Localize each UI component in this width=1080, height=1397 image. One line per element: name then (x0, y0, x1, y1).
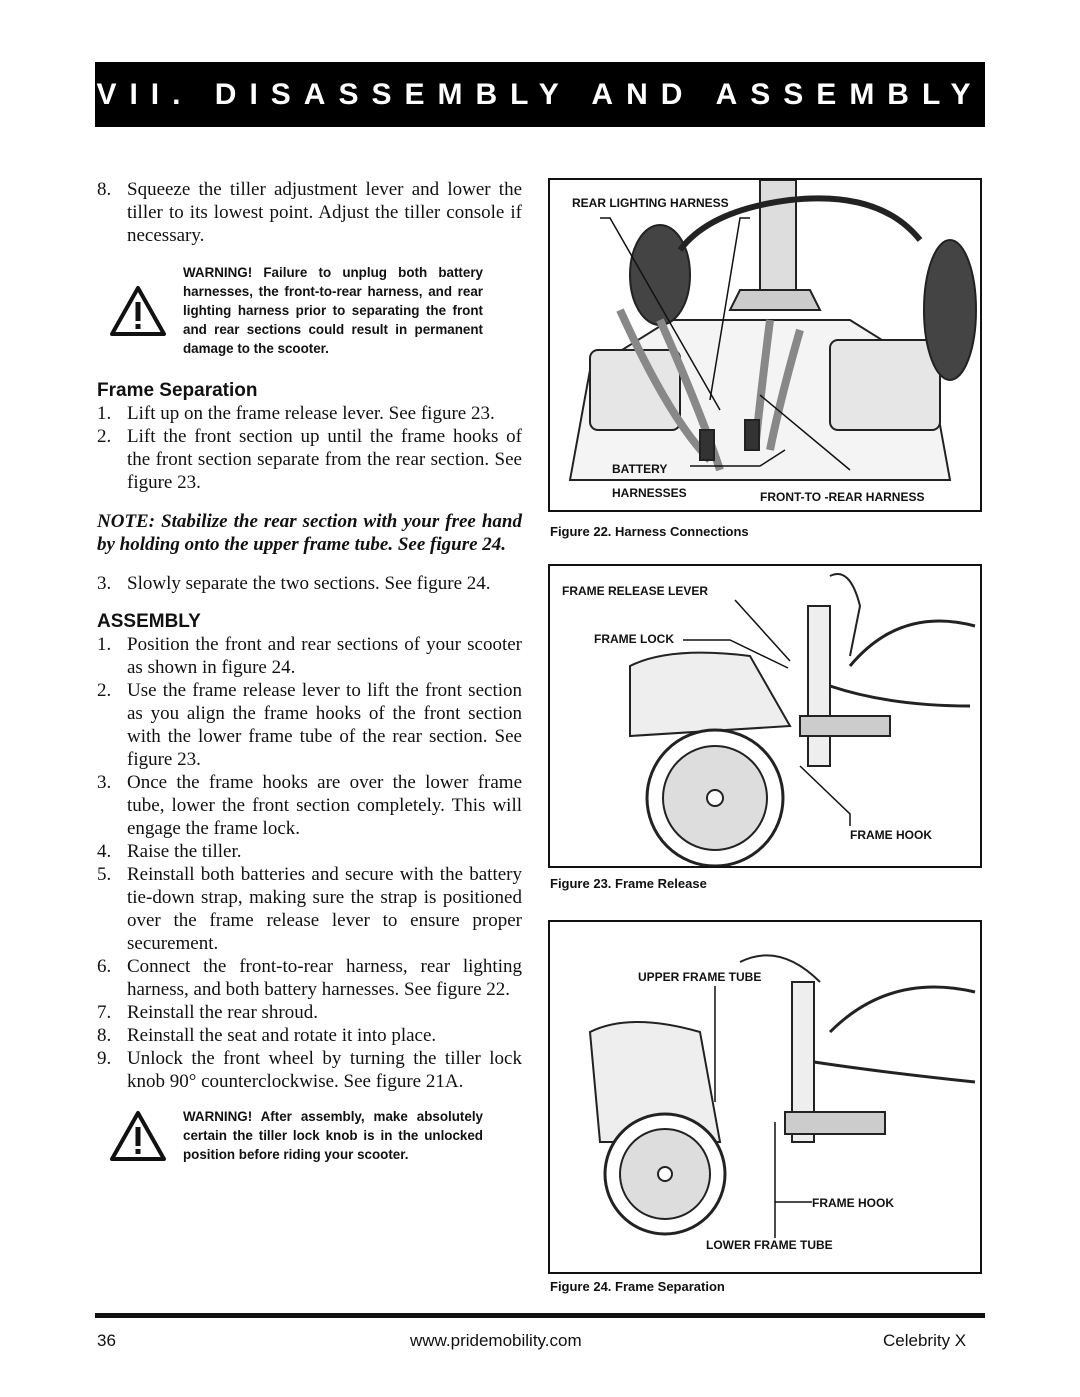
warning-block-1: WARNING! Failure to unplug both battery … (97, 263, 522, 358)
section-title-banner: VII. DISASSEMBLY AND ASSEMBLY (95, 62, 985, 127)
note-stabilize: NOTE: Stabilize the rear section with yo… (97, 511, 522, 555)
assembly-step: 7.Reinstall the rear shroud. (97, 1002, 319, 1023)
warning-triangle-icon (110, 1110, 166, 1161)
frame-separation-heading: Frame Separation (97, 380, 258, 401)
label-harnesses: HARNESSES (612, 486, 687, 500)
fs-step-3: 3. Slowly separate the two sections. See… (97, 573, 491, 594)
figure-22-harness-connections: REAR LIGHTING HARNESS BATTERY HARNESSES … (548, 178, 982, 512)
assembly-step: 6.Connect the front-to-rear harness, rea… (97, 956, 522, 1000)
warning-triangle-icon (110, 285, 166, 336)
step-8: 8. Squeeze the tiller adjustment lever a… (97, 179, 522, 246)
figure-23-caption: Figure 23. Frame Release (550, 876, 707, 891)
figure-24-frame-separation: UPPER FRAME TUBE FRAME HOOK LOWER FRAME … (548, 920, 982, 1274)
footer-product: Celebrity X (883, 1331, 967, 1350)
warning-text-1: WARNING! Failure to unplug both battery … (183, 265, 483, 356)
label-upper-frame-tube: UPPER FRAME TUBE (638, 970, 762, 984)
label-frame-lock: FRAME LOCK (594, 632, 674, 646)
section-title: VII. DISASSEMBLY AND ASSEMBLY (96, 77, 984, 111)
assembly-step: 4.Raise the tiller. (97, 841, 242, 862)
label-frame-release-lever: FRAME RELEASE LEVER (562, 584, 709, 598)
label-front-to-rear-harness: FRONT-TO -REAR HARNESS (760, 490, 925, 504)
figure-24-caption: Figure 24. Frame Separation (550, 1279, 725, 1294)
label-lower-frame-tube: LOWER FRAME TUBE (706, 1238, 833, 1252)
warning-text-2: WARNING! After assembly, make absolutely… (183, 1109, 483, 1162)
assembly-step: 3.Once the frame hooks are over the lowe… (97, 772, 522, 839)
assembly-step: 9.Unlock the front wheel by turning the … (97, 1048, 522, 1092)
assembly-step: 1.Position the front and rear sections o… (97, 634, 522, 678)
warning-block-2: WARNING! After assembly, make absolutely… (97, 1107, 522, 1164)
frame-separation-illustration (588, 954, 976, 1238)
assembly-step: 2.Use the frame release lever to lift th… (97, 680, 522, 770)
fs-step-2: 2. Lift the front section up until the f… (97, 426, 522, 493)
assembly-heading: ASSEMBLY (97, 611, 201, 632)
label-frame-hook: FRAME HOOK (850, 828, 932, 842)
label-frame-hook: FRAME HOOK (812, 1196, 894, 1210)
label-battery: BATTERY (612, 462, 668, 476)
label-rear-lighting-harness: REAR LIGHTING HARNESS (572, 196, 729, 210)
left-column: 8. Squeeze the tiller adjustment lever a… (97, 178, 522, 1170)
frame-release-illustration (629, 573, 976, 866)
harness-illustration (568, 180, 977, 481)
footer-url[interactable]: www.pridemobility.com (410, 1331, 582, 1350)
assembly-steps: 1.Position the front and rear sections o… (97, 633, 522, 1093)
footer-rule (95, 1313, 985, 1318)
fs-step-1: 1. Lift up on the frame release lever. S… (97, 403, 495, 424)
page-number: 36 (97, 1331, 116, 1350)
figure-23-frame-release: FRAME RELEASE LEVER FRAME LOCK FRAME HOO… (548, 564, 982, 868)
assembly-step: 5.Reinstall both batteries and secure wi… (97, 864, 522, 954)
assembly-step: 8.Reinstall the seat and rotate it into … (97, 1025, 437, 1046)
figure-22-caption: Figure 22. Harness Connections (550, 524, 749, 539)
